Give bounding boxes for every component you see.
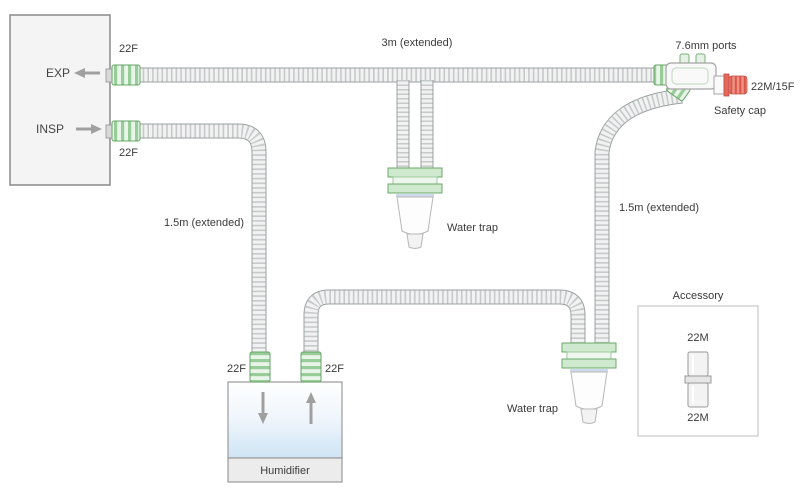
exp-label: EXP — [46, 66, 70, 80]
water-trap-exp-label: Water trap — [447, 222, 498, 234]
insp-limb-tube — [138, 123, 267, 356]
humidifier — [227, 381, 343, 483]
insp-limb-length-label: 1.5m (extended) — [164, 217, 244, 229]
humidifier-label: Humidifier — [260, 465, 310, 477]
patient-limb-tube — [594, 88, 683, 345]
water-trap-seal — [396, 194, 434, 197]
exp-port-size-label: 22F — [119, 43, 138, 55]
patient-limb-length-label: 1.5m (extended) — [619, 202, 699, 214]
safety-cap-icon — [723, 73, 748, 97]
water-trap-exp — [387, 167, 443, 249]
humidifier-inlet-connector — [249, 351, 271, 383]
insp-label: INSP — [36, 122, 64, 136]
humidifier-inlet-arrow-icon — [258, 392, 268, 424]
safety-cap-label: Safety cap — [714, 105, 766, 117]
water-trap-insp — [561, 342, 617, 424]
accessory-box — [637, 305, 759, 437]
wye-body-detail — [671, 67, 709, 85]
patient-connector — [653, 53, 748, 102]
exp-limb-length-label: 3m (extended) — [382, 37, 453, 49]
humidifier-outlet-tube — [303, 289, 586, 356]
humidifier-outlet-arrow-icon — [306, 392, 316, 424]
water-trap-seal — [570, 369, 608, 372]
accessory-adapter-icon — [684, 351, 712, 408]
water-trap-insp-label: Water trap — [507, 403, 558, 415]
insp-port-connector — [111, 120, 141, 142]
accessory-title: Accessory — [673, 290, 724, 302]
patient-connector-size-label: 22M/15F — [751, 81, 795, 93]
humidifier-outlet-size-label: 22F — [325, 363, 344, 375]
accessory-size-bottom-label: 22M — [687, 412, 708, 424]
exp-port-connector — [111, 64, 141, 86]
accessory-size-top-label: 22M — [687, 332, 708, 344]
exp-flow-arrow-icon — [74, 68, 100, 78]
patient-port-nub — [713, 75, 725, 95]
insp-port-size-label: 22F — [119, 147, 138, 159]
exp-water-trap-stubs — [396, 80, 434, 170]
humidifier-inlet-size-label: 22F — [227, 363, 246, 375]
monitoring-ports-label: 7.6mm ports — [675, 40, 737, 52]
humidifier-outlet-connector — [300, 351, 322, 383]
insp-flow-arrow-icon — [76, 124, 102, 134]
ventilator-box — [9, 14, 115, 186]
